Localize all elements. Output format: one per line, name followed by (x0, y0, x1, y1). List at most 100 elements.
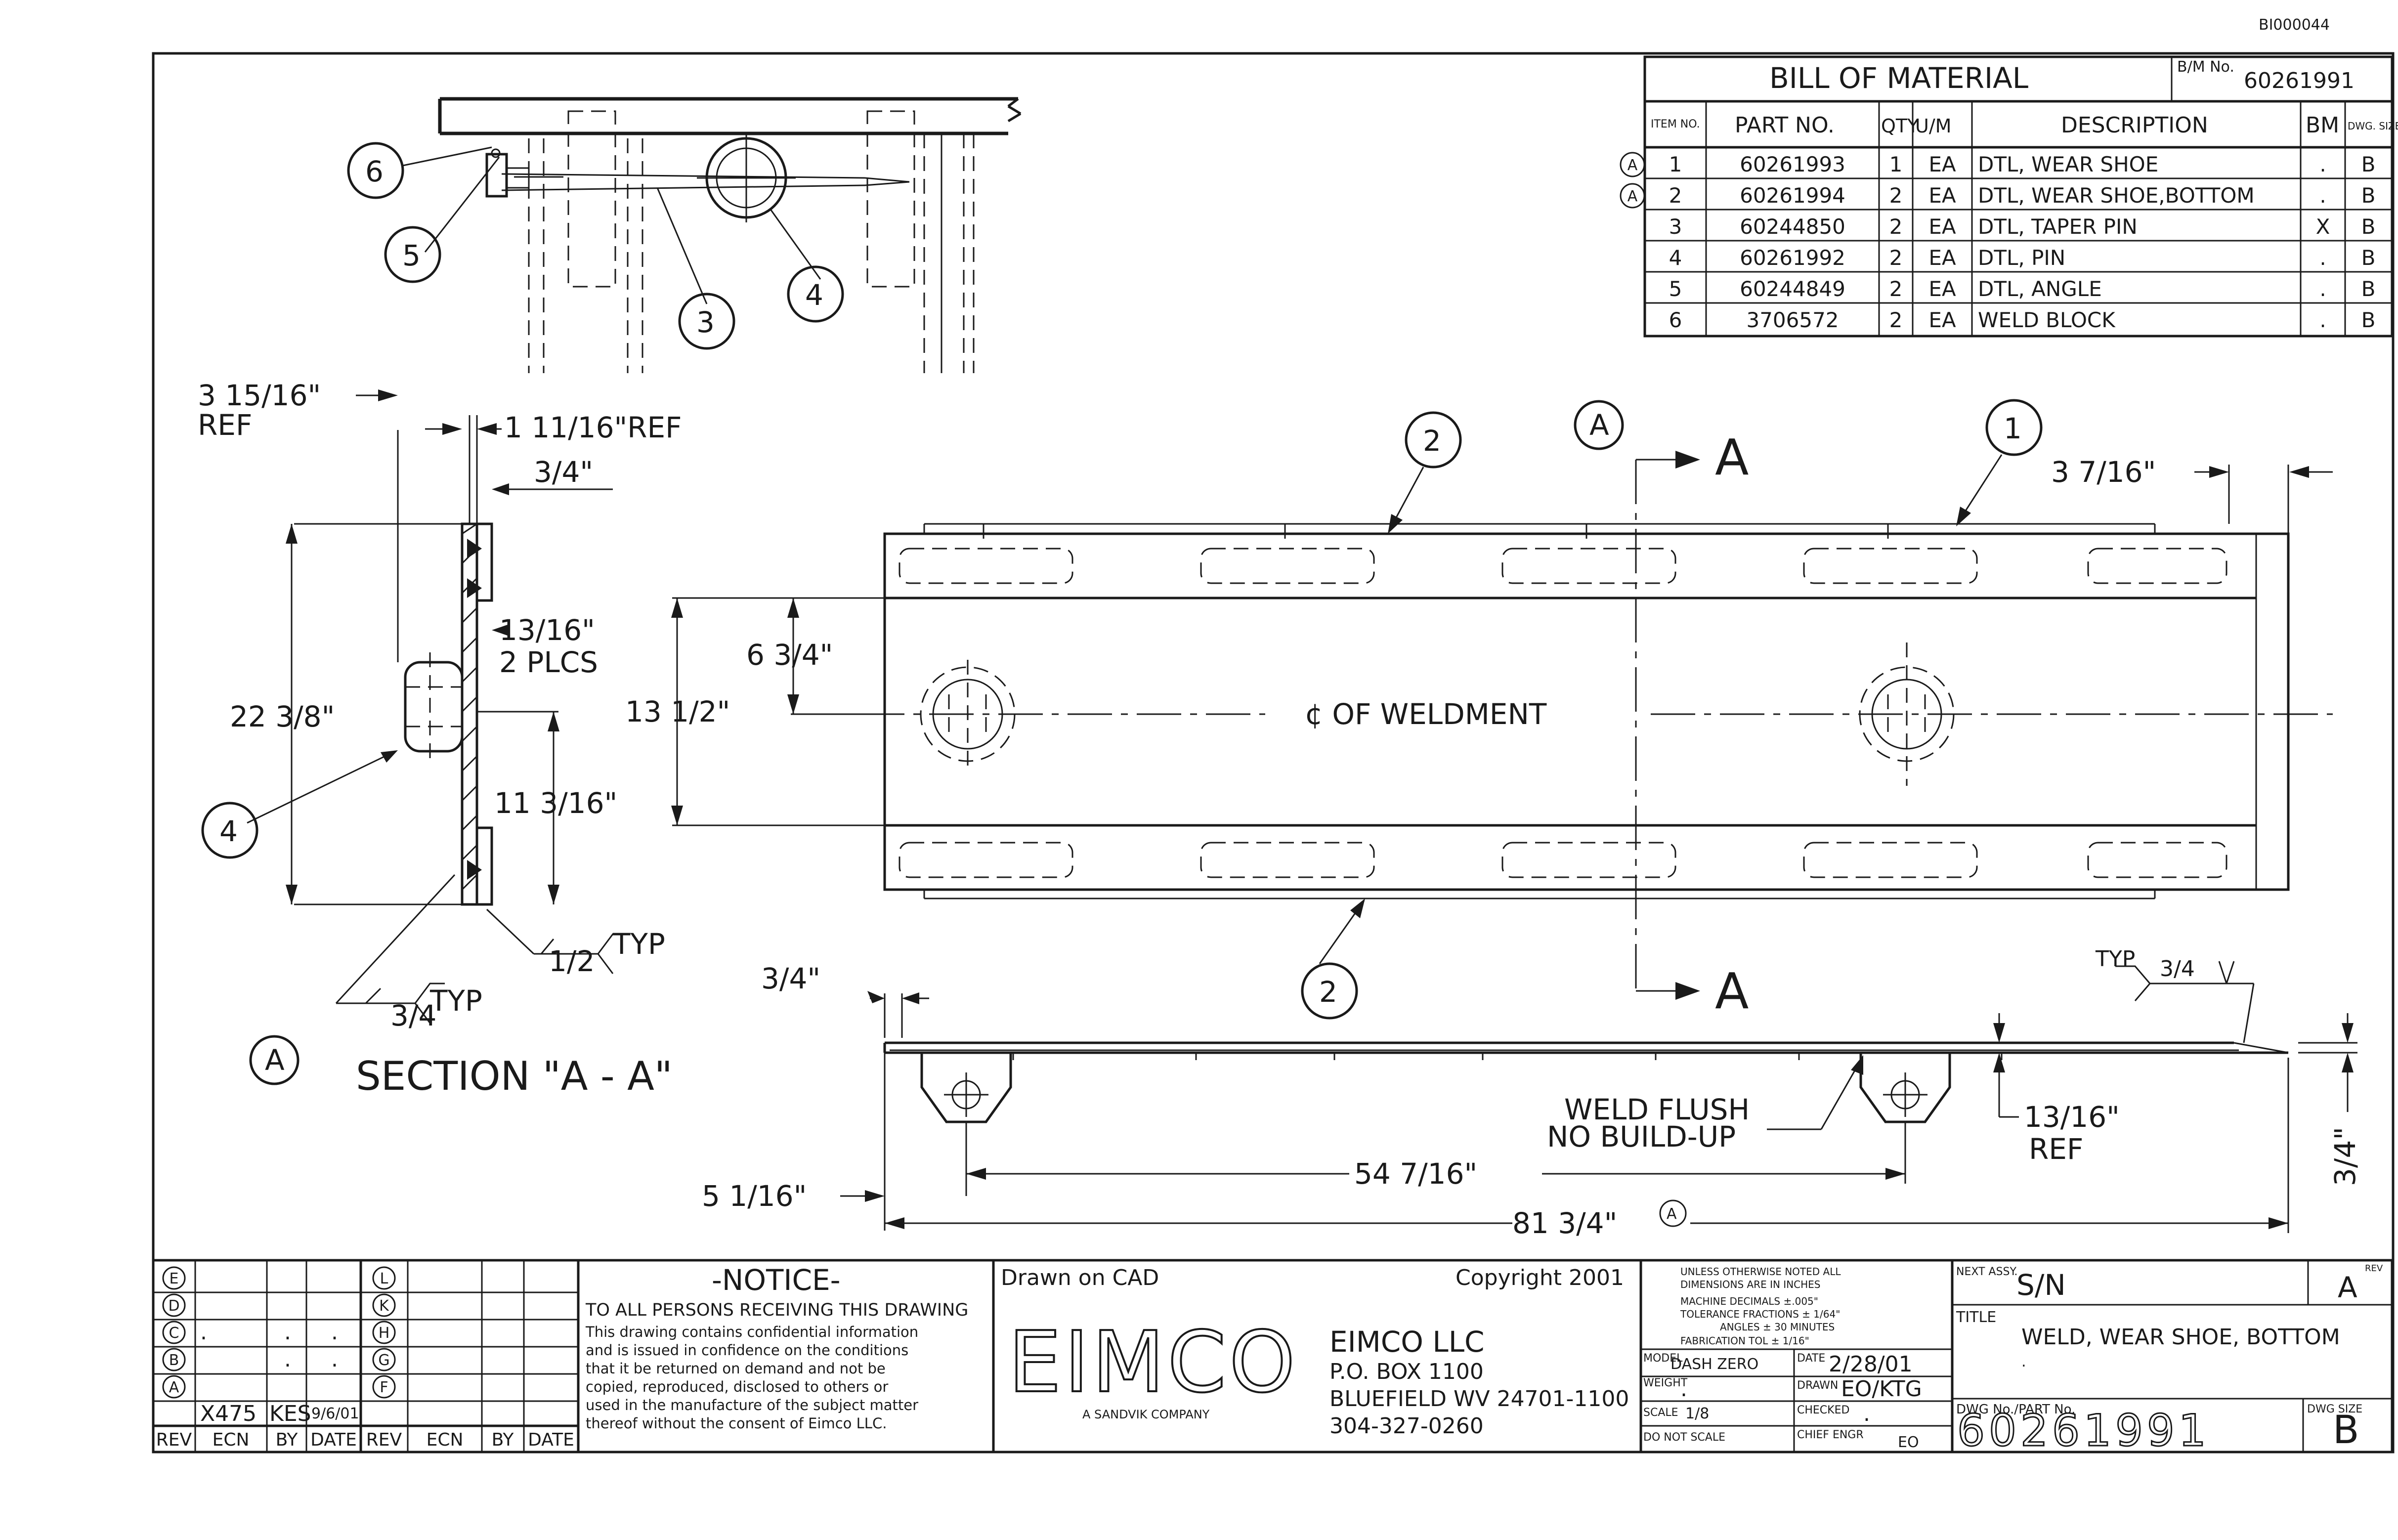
rev-letter-circle (372, 1348, 396, 1371)
bom-cell-um: EA (1928, 214, 1956, 239)
bom-cell-part: 3706572 (1746, 308, 1839, 332)
bom-cell-part: 60261993 (1740, 152, 1845, 176)
dwg-number: 60261991 (1957, 1405, 2210, 1456)
rev-letter-circle (162, 1348, 186, 1371)
dwg-no-label: DWG No./PART No. (1956, 1402, 2075, 1417)
chief-engr-label: CHIEF ENGR (1797, 1429, 1864, 1441)
section-dim-ref-label: REF (198, 408, 252, 442)
section-title: SECTION "A - A" (356, 1053, 673, 1099)
section-dim-11-3-16: 11 3/16" (494, 786, 617, 820)
bom-header-description: DESCRIPTION (2061, 113, 2208, 138)
checked-label: CHECKED (1797, 1404, 1849, 1416)
bom-cell-bm: . (2319, 277, 2326, 301)
bom-cell-dwg: B (2361, 183, 2376, 208)
rev-letter-circle (372, 1293, 396, 1317)
bom-header-dwg-size: DWG. SIZE (2348, 120, 2398, 132)
company-logo: EIMCO (1008, 1314, 1298, 1412)
rev-letter-circle (372, 1266, 396, 1290)
company-logo-sub: A SANDVIK COMPANY (1082, 1408, 1210, 1421)
bom-title: BILL OF MATERIAL (1769, 61, 2028, 95)
bom-cell-um: EA (1928, 152, 1956, 176)
tol-line-6: FABRICATION TOL ± 1/16" (1680, 1335, 1809, 1347)
rev-letter-circle (162, 1266, 186, 1290)
bom-cell-part: 60244849 (1740, 277, 1845, 301)
bom-cell-bm: X (2316, 214, 2330, 239)
drawing-title: WELD, WEAR SHOE, BOTTOM (2021, 1325, 2340, 1350)
bom-cell-part: 60261992 (1740, 246, 1845, 270)
balloon-5: 5 (402, 239, 421, 272)
bom-cell-item: 4 (1669, 246, 1682, 270)
rev-letter: G (378, 1352, 389, 1369)
elev-dim-5-1-16: 5 1/16" (702, 1179, 807, 1213)
title-label: TITLE (1956, 1309, 1996, 1326)
tol-line-2: DIMENSIONS ARE IN INCHES (1680, 1279, 1821, 1290)
rev-header: DATE (528, 1430, 574, 1450)
bom-header-bm: BM (2306, 113, 2339, 138)
tol-line-1: UNLESS OTHERWISE NOTED ALL (1680, 1266, 1841, 1278)
date-label: DATE (1797, 1352, 1825, 1365)
bom-cell-qty: 2 (1889, 246, 1903, 270)
section-dim-3-15-16: 3 15/16" (198, 379, 321, 412)
section-weld-1-2: 1/2 (549, 944, 595, 978)
bom-cell-part: 60244850 (1740, 214, 1845, 239)
bom-number: 60261991 (2244, 68, 2355, 93)
rev-row-c-by: . (284, 1320, 291, 1345)
next-assy-value: S/N (2016, 1268, 2066, 1302)
bom-cell-qty: 2 (1889, 214, 1903, 239)
drawn-on-cad: Drawn on CAD (1001, 1265, 1159, 1290)
elev-weld-note-2: NO BUILD-UP (1547, 1120, 1736, 1154)
rev-row-c-date: . (331, 1320, 338, 1345)
rev-letter-circle (162, 1293, 186, 1317)
elev-dim-54-7-16: 54 7/16" (1354, 1157, 1477, 1191)
rev-row-c-ecn: . (200, 1320, 207, 1345)
rev-letter: E (170, 1270, 179, 1287)
bom-cell-bm: . (2319, 246, 2326, 270)
plan-view: ¢ OF WELDMENT A A A 13 1/2" 6 3/4" 3 7/1… (625, 399, 2333, 1020)
dwg-size-label: DWG SIZE (2307, 1403, 2362, 1415)
bom-rev-marker (1620, 183, 1645, 209)
rev-letter: F (380, 1379, 388, 1396)
do-not-scale: DO NOT SCALE (1643, 1431, 1725, 1444)
bom-cell-dwg: B (2361, 214, 2376, 239)
elev-dim-3-4-top: 3/4" (761, 962, 820, 995)
tol-line-3: MACHINE DECIMALS ±.005" (1680, 1295, 1818, 1307)
drawing-title-dot: . (2021, 1353, 2026, 1370)
section-rev-a-balloon: A (265, 1043, 285, 1077)
tol-line-4: TOLERANCE FRACTIONS ± 1/64" (1680, 1308, 1840, 1320)
company-block: Drawn on CAD Copyright 2001 EIMCO A SAND… (992, 1259, 1642, 1454)
plan-balloon-1: 1 (2004, 412, 2022, 445)
bom-cell-desc: DTL, ANGLE (1978, 277, 2102, 301)
company-address-2: BLUEFIELD WV 24701-1100 (1329, 1386, 1629, 1412)
plan-centerline-label: ¢ OF WELDMENT (1305, 697, 1547, 731)
rev-row-a-by: KES (269, 1401, 311, 1426)
plan-dim-6-3-4: 6 3/4" (746, 638, 833, 672)
rev-letter: B (169, 1352, 179, 1369)
plan-balloon-2-top: 2 (1423, 424, 1441, 458)
bom-cell-dwg: B (2361, 246, 2376, 270)
rev-label: REV (2365, 1263, 2383, 1274)
scale-label: SCALE (1643, 1407, 1678, 1419)
model-label: MODEL (1643, 1352, 1683, 1365)
rev-header: BY (492, 1430, 514, 1450)
bom-cell-item: 1 (1669, 152, 1682, 176)
section-balloon-4: 4 (219, 814, 238, 848)
bom-cell-dwg: B (2361, 277, 2376, 301)
weight-value: . (1680, 1376, 1687, 1402)
bom-cell-item: 2 (1669, 183, 1682, 208)
notice-title: -NOTICE- (712, 1263, 841, 1297)
drawn-value: EO/KTG (1841, 1376, 1922, 1402)
bom-cell-desc: DTL, WEAR SHOE,BOTTOM (1978, 183, 2255, 208)
bom-rev-marker (1620, 152, 1645, 177)
drawn-label: DRAWN (1797, 1379, 1838, 1392)
bom-rev-marker-label: A (1627, 188, 1638, 205)
bom-cell-bm: . (2319, 183, 2326, 208)
bom-header-part: PART NO. (1735, 113, 1835, 138)
weight-label: WEIGHT (1643, 1377, 1688, 1389)
bom-cell-dwg: B (2361, 308, 2376, 332)
bom-cell-qty: 2 (1889, 308, 1903, 332)
bom-cell-um: EA (1928, 277, 1956, 301)
